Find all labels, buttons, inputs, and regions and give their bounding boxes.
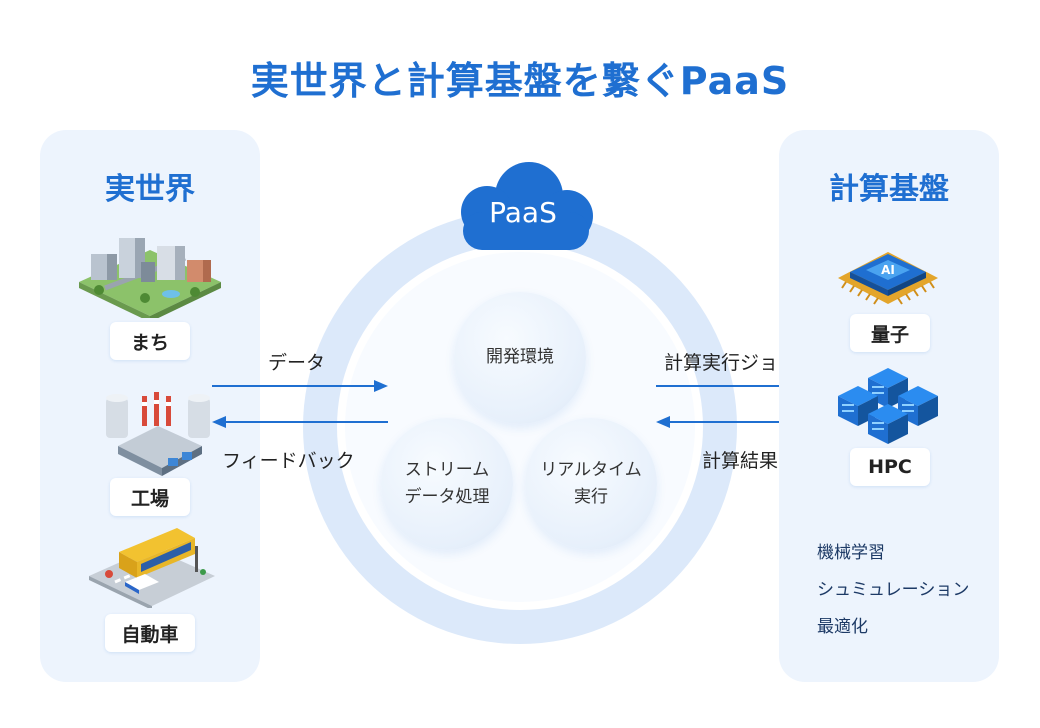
bubble-dev-environment-label: 開発環境 bbox=[486, 347, 554, 368]
diagram-title: 実世界と計算基盤を繋ぐPaaS bbox=[250, 59, 790, 103]
result-arrow-label: 計算結果 bbox=[702, 450, 779, 472]
hpc-label: HPC bbox=[850, 448, 930, 486]
bubble-stream-processing-label: ストリーム データ処理 bbox=[404, 459, 490, 507]
feedback-arrow bbox=[212, 416, 388, 428]
data-arrow bbox=[212, 380, 388, 392]
bubble-realtime-execution-label: リアルタイム 実行 bbox=[540, 459, 642, 507]
compute-title: 計算基盤 bbox=[829, 172, 949, 207]
vehicle-icon bbox=[89, 528, 215, 608]
use-case-optimization: 最適化 bbox=[817, 617, 868, 637]
factory-icon bbox=[106, 392, 210, 476]
cloud-icon bbox=[461, 162, 593, 250]
job-arrow-label: 計算実行ジョブ bbox=[664, 352, 798, 374]
ai-chip-icon: AI bbox=[838, 252, 938, 305]
real-world-title: 実世界 bbox=[105, 172, 195, 207]
paas-label: PaaS bbox=[489, 196, 557, 229]
bubble-realtime-execution: リアルタイム 実行 bbox=[525, 418, 657, 550]
use-case-simulation: シュミュレーション bbox=[817, 580, 970, 600]
data-arrow-label: データ bbox=[268, 352, 326, 374]
factory-label: 工場 bbox=[110, 478, 190, 516]
bubble-dev-environment: 開発環境 bbox=[454, 292, 586, 424]
server-cluster-icon bbox=[838, 368, 938, 444]
use-case-machine-learning: 機械学習 bbox=[817, 543, 885, 563]
city-label: まち bbox=[110, 322, 190, 360]
quantum-label: 量子 bbox=[850, 314, 930, 352]
bubble-stream-processing: ストリーム データ処理 bbox=[381, 418, 513, 550]
svg-text:AI: AI bbox=[881, 263, 895, 277]
feedback-arrow-label: フィードバック bbox=[222, 450, 355, 472]
city-icon bbox=[79, 238, 221, 318]
vehicle-label: 自動車 bbox=[105, 614, 195, 652]
